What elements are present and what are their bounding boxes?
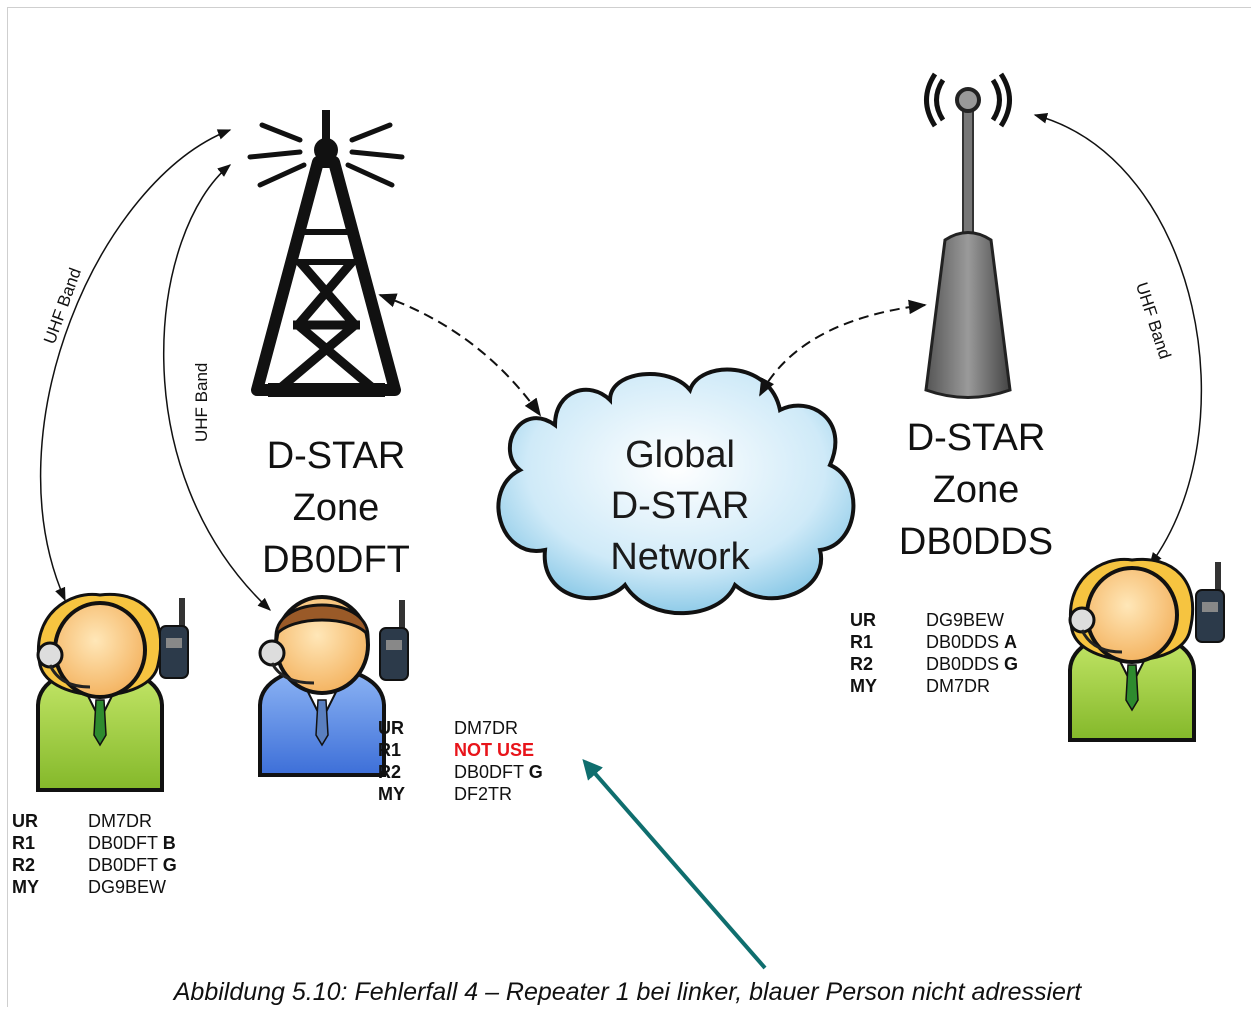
- row-value: DB0DFT G: [88, 854, 177, 876]
- row-value-text: DB0DDS: [926, 654, 1000, 674]
- table-row: R1 DB0DFT B: [12, 832, 177, 854]
- row-value: DM7DR: [454, 717, 518, 739]
- radio-tower-icon: [247, 110, 405, 397]
- figure-caption: Abbildung 5.10: Fehlerfall 4 – Repeater …: [173, 978, 1082, 1006]
- network-label-line: Global: [625, 434, 735, 476]
- row-key: R2: [850, 654, 874, 674]
- antenna-repeater-icon: [924, 72, 1012, 399]
- row-key: UR: [12, 811, 38, 831]
- uhf-link-left-inner: [163, 164, 271, 611]
- zone-title-left: D-STAR Zone DB0DFT: [226, 430, 446, 586]
- zone-title-left-line: Zone: [292, 487, 380, 529]
- row-value-suffix: G: [528, 762, 543, 782]
- zone-title-left-line: DB0DFT: [262, 539, 410, 581]
- row-value: DB0DFT G: [454, 761, 543, 783]
- table-row: MY DM7DR: [850, 675, 1018, 697]
- cloud-icon: [496, 367, 856, 616]
- row-value: DM7DR: [926, 675, 990, 697]
- link-tower-to-network: [378, 293, 542, 417]
- row-key: R1: [378, 740, 402, 760]
- row-key: R1: [12, 833, 36, 853]
- row-value-suffix: B: [162, 833, 176, 853]
- uhf-link-left-outer: [39, 129, 232, 602]
- table-row: R1 DB0DDS A: [850, 631, 1018, 653]
- network-label-line: D-STAR: [610, 485, 750, 527]
- table-row: R2 DB0DFT G: [378, 761, 543, 783]
- error-pointer-arrow: [582, 758, 767, 970]
- row-value-text: DG9BEW: [926, 610, 1005, 630]
- zone-title-left-line: D-STAR: [266, 435, 406, 477]
- row-key: MY: [850, 676, 877, 696]
- zone-title-right-line: D-STAR: [906, 417, 1046, 459]
- table-row: UR DM7DR: [378, 717, 543, 739]
- callsign-table-middle-user: UR DM7DR R1 NOT USE R2 DB0DFT G MY DF2TR: [378, 717, 543, 805]
- row-value: DF2TR: [454, 783, 512, 805]
- row-value-text: DB0DFT: [88, 855, 158, 875]
- row-value-suffix: A: [1004, 632, 1018, 652]
- row-value-text: DM7DR: [454, 718, 519, 738]
- row-key: UR: [378, 718, 404, 738]
- handheld-radio-icon: [1195, 562, 1225, 643]
- table-row: MY DF2TR: [378, 783, 543, 805]
- handheld-radio-icon: [159, 598, 189, 679]
- row-value-text: DM7DR: [88, 811, 153, 831]
- row-key: R2: [12, 855, 36, 875]
- row-key: MY: [378, 784, 405, 804]
- row-value: DB0DDS A: [926, 631, 1017, 653]
- network-label-line: Network: [610, 536, 750, 578]
- figure-frame: [7, 7, 1251, 1007]
- row-value-text: DB0DFT: [454, 762, 524, 782]
- row-value-text: DG9BEW: [88, 877, 167, 897]
- row-value-error: NOT USE: [454, 739, 534, 761]
- table-row: R2 DB0DDS G: [850, 653, 1018, 675]
- row-value-text: DB0DDS: [926, 632, 1000, 652]
- table-row: UR DM7DR: [12, 810, 177, 832]
- table-row: R2 DB0DFT G: [12, 854, 177, 876]
- link-network-to-antenna: [759, 299, 927, 397]
- zone-title-right-line: Zone: [932, 469, 1020, 511]
- network-label: Global D-STAR Network: [550, 430, 810, 583]
- uhf-band-label-left-inner: UHF Band: [192, 362, 211, 442]
- row-value-text: DB0DFT: [88, 833, 158, 853]
- row-key: UR: [850, 610, 876, 630]
- row-key: MY: [12, 877, 39, 897]
- person-headset-icon: [1068, 557, 1196, 742]
- table-row: R1 NOT USE: [378, 739, 543, 761]
- row-value: DB0DDS G: [926, 653, 1018, 675]
- row-value-suffix: G: [162, 855, 177, 875]
- row-value-suffix: G: [1004, 654, 1019, 674]
- row-value: DG9BEW: [926, 609, 1004, 631]
- table-row: UR DG9BEW: [850, 609, 1018, 631]
- row-value: DM7DR: [88, 810, 152, 832]
- zone-title-right-line: DB0DDS: [898, 521, 1054, 563]
- row-key: R1: [850, 632, 874, 652]
- row-value: DG9BEW: [88, 876, 166, 898]
- handheld-radio-icon: [379, 600, 409, 681]
- zone-title-right: D-STAR Zone DB0DDS: [866, 412, 1086, 568]
- row-value: DB0DFT B: [88, 832, 176, 854]
- row-key: R2: [378, 762, 402, 782]
- table-row: MY DG9BEW: [12, 876, 177, 898]
- row-value-text: NOT USE: [454, 740, 535, 760]
- person-headset-icon: [36, 592, 164, 792]
- uhf-link-right: [1033, 113, 1203, 567]
- row-value-text: DF2TR: [454, 784, 512, 804]
- row-value-text: DM7DR: [926, 676, 991, 696]
- person-headset-icon: [258, 595, 386, 777]
